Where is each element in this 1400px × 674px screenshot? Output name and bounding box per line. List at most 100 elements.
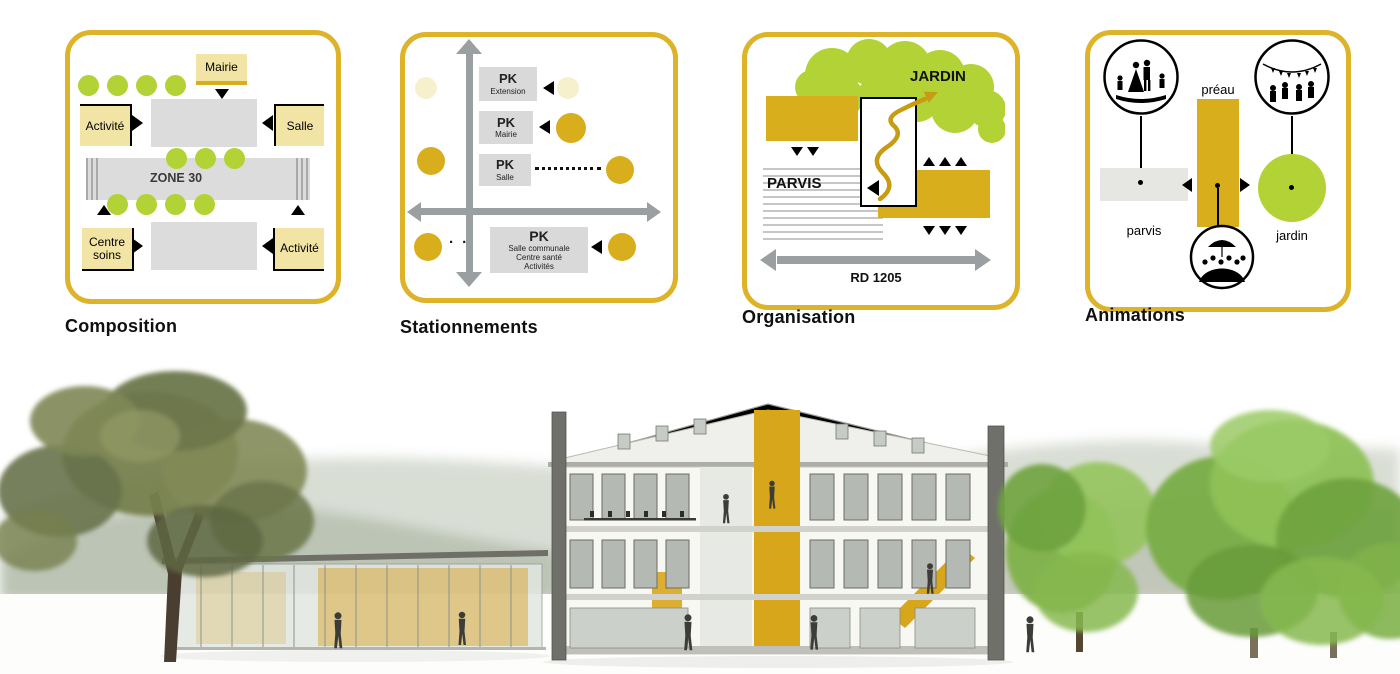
arrow-right-icon (132, 115, 143, 131)
stationnements-diagram: PK Extension PK Mairie PK Salle · · PK S… (400, 32, 678, 303)
dance-scene-icon (1103, 39, 1179, 115)
crowd-scene-icon (1189, 224, 1255, 290)
green-dot (165, 75, 186, 96)
section-building (543, 403, 1013, 668)
activite-box-left: Activité (80, 104, 132, 146)
arrow-up-icon (291, 205, 305, 215)
pk-sub: Centre santé (516, 253, 562, 263)
festival-scene-icon (1254, 39, 1330, 115)
green-dot (78, 75, 99, 96)
parking-gold-dot (417, 147, 445, 175)
road-axis (777, 256, 975, 264)
hatch-right (296, 158, 310, 200)
axis-arrow-left-icon (407, 201, 421, 222)
arrow-down-icon (923, 226, 935, 235)
road-label: RD 1205 (850, 270, 902, 285)
jardin-label: jardin (1276, 228, 1308, 243)
arrow-down-icon (215, 89, 229, 99)
link-line (1140, 116, 1142, 182)
node-dot (1138, 180, 1143, 185)
pk-label: PK (529, 227, 549, 244)
arrow-left-icon (591, 240, 602, 254)
pk-sub: Extension (490, 86, 526, 96)
green-dot (194, 194, 215, 215)
parking-gold-dot (606, 156, 634, 184)
arrow-left-icon (262, 238, 273, 254)
green-dot (165, 194, 186, 215)
dotted-link (535, 167, 601, 170)
parvis-label: parvis (1126, 223, 1162, 238)
pk-label: PK (498, 71, 518, 87)
road-arrow-left-icon (760, 249, 776, 271)
animations-diagram: préau parvis jardin (1085, 30, 1351, 312)
dots-label: · · (449, 234, 470, 251)
node-dot (1289, 185, 1294, 190)
arrow-right-icon (132, 238, 143, 254)
pk-main-box: PK Salle communale Centre santé Activité… (490, 227, 588, 273)
pk-salle-box: PK Salle (479, 154, 531, 186)
composition-diagram: Mairie Activité Salle ZONE 30 Centre soi… (65, 30, 341, 304)
jardin-label: JARDIN (910, 68, 966, 85)
pk-sub: Salle (496, 172, 514, 182)
arrow-left-icon (539, 120, 550, 134)
pk-label: PK (495, 157, 515, 173)
garden-cloud (795, 39, 1005, 143)
road-arrow-right-icon (975, 249, 991, 271)
left-tree (0, 371, 314, 662)
parvis-label: PARVIS (767, 175, 822, 192)
salle-box: Salle (274, 104, 324, 146)
animations-title: Animations (1085, 305, 1186, 325)
arrow-up-icon (923, 157, 935, 166)
green-dot (195, 148, 216, 169)
parking-pale-dot (557, 77, 579, 99)
green-dot (136, 194, 157, 215)
glass-pavilion (160, 550, 550, 662)
parking-pale-dot (415, 77, 437, 99)
arrow-left-icon (1182, 178, 1192, 192)
pk-sub: Salle communale (508, 243, 570, 253)
right-trees (998, 410, 1400, 658)
green-dot (224, 148, 245, 169)
arrow-down-icon (807, 147, 819, 156)
arrow-down-icon (955, 226, 967, 235)
vertical-axis (466, 52, 473, 273)
pk-sub: Mairie (495, 130, 517, 140)
parking-gold-dot (556, 113, 586, 143)
arrow-down-icon (791, 147, 803, 156)
arrow-left-icon (867, 180, 879, 196)
hatch-left (86, 158, 100, 200)
pk-label: PK (496, 114, 516, 130)
green-dot (136, 75, 157, 96)
green-dot (107, 75, 128, 96)
green-dot (166, 148, 187, 169)
organisation-diagram: JARDIN PARVIS RD 1205 (742, 32, 1020, 310)
arrow-up-icon (955, 157, 967, 166)
stationnements-title: Stationnements (400, 317, 538, 337)
centre-soins-box: Centre soins (82, 228, 134, 271)
building-section-rendering (0, 371, 1400, 674)
arrow-up-icon (939, 157, 951, 166)
composition-title: Composition (65, 316, 178, 336)
node-dot (1215, 183, 1220, 188)
green-dot (107, 194, 128, 215)
arrow-left-icon (543, 81, 554, 95)
horizontal-axis (420, 208, 648, 215)
link-line (1291, 116, 1293, 188)
arrow-up-icon (97, 205, 111, 215)
pk-extension-box: PK Extension (479, 67, 537, 101)
arrow-down-icon (939, 226, 951, 235)
axis-arrow-right-icon (647, 201, 661, 222)
link-line (1217, 188, 1219, 226)
pk-mairie-box: PK Mairie (479, 111, 533, 144)
parking-gold-dot (414, 233, 442, 261)
pk-sub: Activités (524, 262, 554, 272)
organisation-title: Organisation (742, 307, 856, 327)
building-gold-left (766, 96, 858, 141)
building-block (151, 99, 257, 147)
mairie-box: Mairie (196, 54, 247, 85)
zone30-label: ZONE 30 (150, 171, 203, 185)
parking-gold-dot (608, 233, 636, 261)
arrow-left-icon (262, 115, 273, 131)
axis-arrow-up-icon (456, 39, 482, 54)
